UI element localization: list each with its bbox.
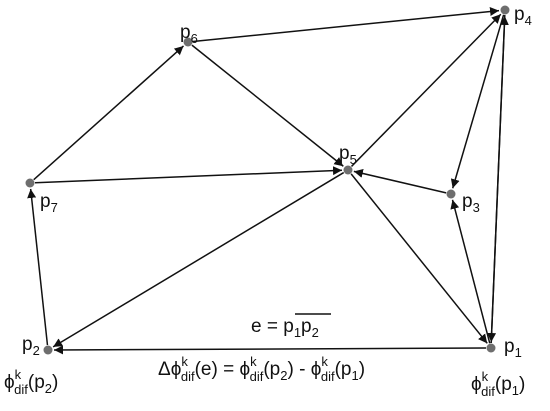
point-label-p5: p5 xyxy=(339,143,357,167)
edge-p4-p3 xyxy=(450,14,505,189)
edge-p1-p2 xyxy=(53,345,487,355)
edge-p7-p6 xyxy=(33,45,185,181)
edge-p5-p4 xyxy=(350,13,502,167)
point-label-p7: p7 xyxy=(40,191,58,215)
edge-equation: e = p1p2 xyxy=(251,313,331,340)
edge-p5-p1 xyxy=(350,173,488,344)
edge-p7-p5 xyxy=(34,166,343,184)
node-layer xyxy=(25,5,510,355)
edge-p2-p7 xyxy=(27,188,49,346)
node-p3 xyxy=(446,189,456,199)
edge-p6-p5 xyxy=(191,44,344,167)
point-label-p4: p4 xyxy=(514,4,532,28)
edge-p5-p2 xyxy=(52,171,345,348)
node-p4 xyxy=(500,5,510,15)
edge-p1-p4 xyxy=(490,15,509,344)
edge-p3-p5 xyxy=(353,169,447,194)
node-p5 xyxy=(343,165,353,175)
node-p6 xyxy=(183,37,193,47)
edge-p1-p3 xyxy=(450,199,491,344)
point-label-p6: p6 xyxy=(180,22,198,46)
node-p2 xyxy=(43,345,53,355)
point-label-layer: p1 p2 p3 p4 p5 p6 p7 xyxy=(22,4,532,360)
edge-layer xyxy=(27,7,509,355)
node-p1 xyxy=(486,343,496,353)
point-label-p3: p3 xyxy=(462,191,480,215)
node-p7 xyxy=(25,178,35,188)
svg-text:e = p1p2: e = p1p2 xyxy=(251,316,319,340)
point-label-p1: p1 xyxy=(504,336,522,360)
point-label-p2: p2 xyxy=(22,334,40,358)
edge-p6-p4 xyxy=(192,7,500,43)
